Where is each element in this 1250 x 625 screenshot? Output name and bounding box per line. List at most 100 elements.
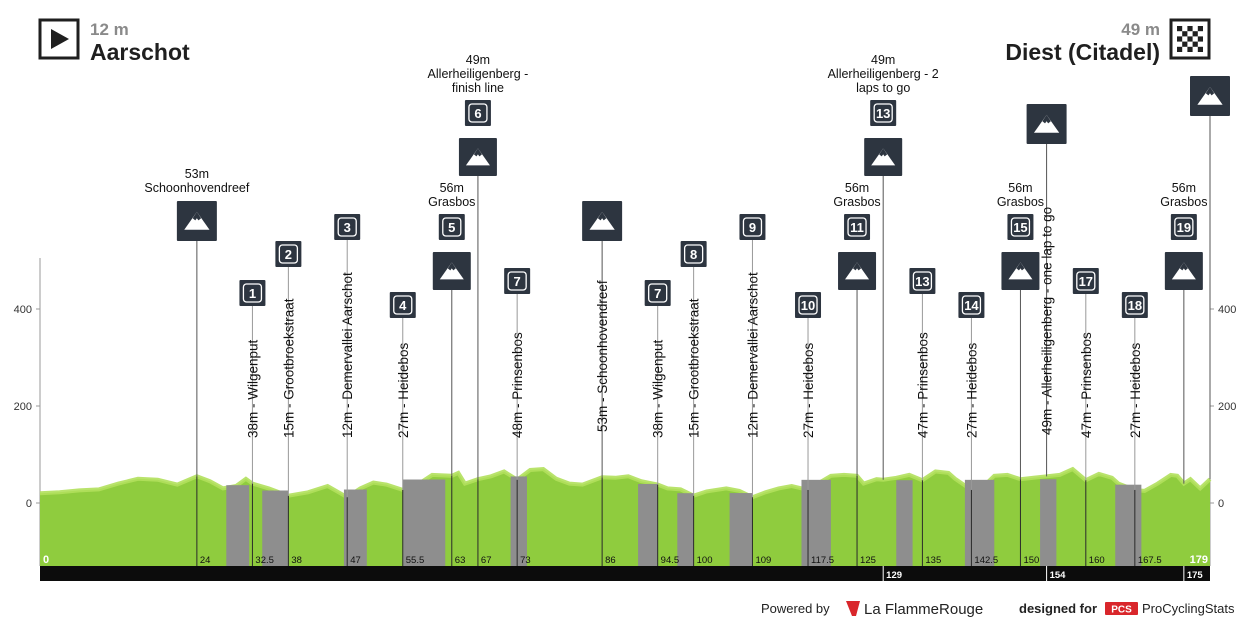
sector-number-badge: 5 [438,214,465,240]
km-marker-label: 135 [925,555,941,566]
km-marker-label: 125 [860,555,876,566]
sector-vertical-label: 27m - Heidebos [396,342,411,438]
sector-vertical-label: 27m - Heidebos [1128,342,1143,438]
sector-badge-ring [242,283,263,303]
km-marker-label: 86 [605,555,616,566]
mountain-icon-peak [589,211,615,230]
sector-vertical-label: 15m - Grootbroekstraat [281,298,296,438]
sector-badge-number: 15 [1013,220,1027,235]
mountain-icon-snow [192,211,202,221]
cobbled-sector-segment [1040,479,1057,566]
sector-badge-bg [795,292,822,318]
sector-badge-number: 6 [474,106,481,121]
flamme-rouge-name: La FlammeRouge [864,601,983,618]
sector-badge-ring [912,271,933,291]
sector-number-badge: 8 [680,241,707,267]
cobbled-sector-segment [638,483,658,566]
sector-badge-bg [844,214,871,240]
sector-badge-bg [334,214,361,240]
mountain-icon-snow [597,211,607,221]
mountain-icon-peak [1008,262,1033,280]
sector-number-badge: 17 [1072,268,1099,294]
sector-badge-number: 18 [1128,298,1142,313]
sector-badge-ring [742,217,763,237]
km-marker-label: 142.5 [974,555,998,566]
climb-caption-line: 49m [871,53,895,67]
sector-badge-bg [739,214,766,240]
km-marker-label: 38 [291,555,302,566]
sector-badge-bg [909,268,936,294]
mountain-icon-peak [184,211,210,230]
cobbled-sector-segment [226,485,250,566]
mountain-icon-peak [845,262,870,280]
sector-badge-ring [442,217,462,237]
km-marker-label: 94.5 [661,555,680,566]
start-icon-frame [38,18,80,60]
sector-number-badge: 7 [644,280,671,306]
sector-badge-ring [683,244,704,264]
sector-badge-number: 13 [876,106,890,121]
km-marker-label: 109 [755,555,771,566]
km-marker-label: 150 [1023,555,1039,566]
finish-flag-square [1187,36,1193,42]
mountain-icon-snow [1179,262,1188,271]
sector-badge-ring [798,295,818,315]
climb-caption-line: Grasbos [833,195,880,209]
sector-vertical-label: 49m - Allerheiligenberg - one lap to go [1040,207,1055,435]
cobbled-sector-segment [343,489,367,566]
cobbled-sector-segment [964,479,995,566]
sector-badge-bg [870,100,897,126]
sector-badge-number: 17 [1079,274,1093,289]
cobbled-sector-segment [1115,484,1142,566]
climb-caption-line: 56m [440,181,464,195]
mountain-icon [1001,252,1040,290]
sector-badge-number: 11 [850,220,864,235]
mountain-icon-snow [473,148,482,157]
distance-bar [40,566,1210,581]
sector-number-badge: 1 [239,280,266,306]
sector-vertical-label: 48m - Prinsenbos [510,332,525,438]
remaining-marker-label: 129 [886,570,902,581]
sector-vertical-label: 38m - Wilgenput [245,339,260,438]
mountain-icon-snow [853,262,862,271]
sector-vertical-label: 47m - Prinsenbos [1079,332,1094,438]
km-marker-label: 55.5 [406,555,425,566]
mountain-icon [176,201,217,241]
sector-number-badge: 14 [958,292,985,318]
sector-badge-bg [644,280,671,306]
sector-number-badge: 9 [739,214,766,240]
cobbled-sector-segment [510,476,527,566]
header: 12 m Aarschot 49 m Diest (Citadel) [38,18,1211,65]
cobbled-sector-segment [677,493,694,566]
climb-caption-line: Grasbos [997,195,1044,209]
finish-flag-square [1192,41,1198,47]
sector-number-badge: 10 [795,292,822,318]
km-marker-label: 167.5 [1138,555,1162,566]
sector-badge-bg [389,292,416,318]
mountain-icon-peak [1171,262,1196,280]
mountain-icon [1026,104,1067,144]
mountain-icon-peak [465,148,490,166]
finish-altitude: 49 m [1121,20,1160,39]
mountain-icon [432,252,471,290]
sector-number-badge: 15 [1007,214,1034,240]
powered-by-label: Powered by [761,601,830,616]
cobbled-sector-segment [729,493,753,566]
finish-flag-square [1177,36,1183,42]
climb-caption-line: laps to go [856,81,910,95]
mountain-icon [582,201,623,241]
remaining-marker-label: 175 [1187,570,1204,581]
sector-vertical-label: 27m - Heidebos [964,342,979,438]
cobbled-sector-segment [896,480,913,566]
sector-badge-ring [468,103,488,123]
sector-badge-ring [648,283,668,303]
start-play-icon [51,29,69,49]
km-marker-label: 100 [697,555,713,566]
mountain-icon-peak [439,262,464,280]
climb-caption-line: Grasbos [1160,195,1207,209]
sector-number-badge: 2 [275,241,302,267]
sector-badge-bg [680,241,707,267]
climb-caption-line: 56m [1008,181,1032,195]
km-marker-label: 0 [43,554,49,566]
